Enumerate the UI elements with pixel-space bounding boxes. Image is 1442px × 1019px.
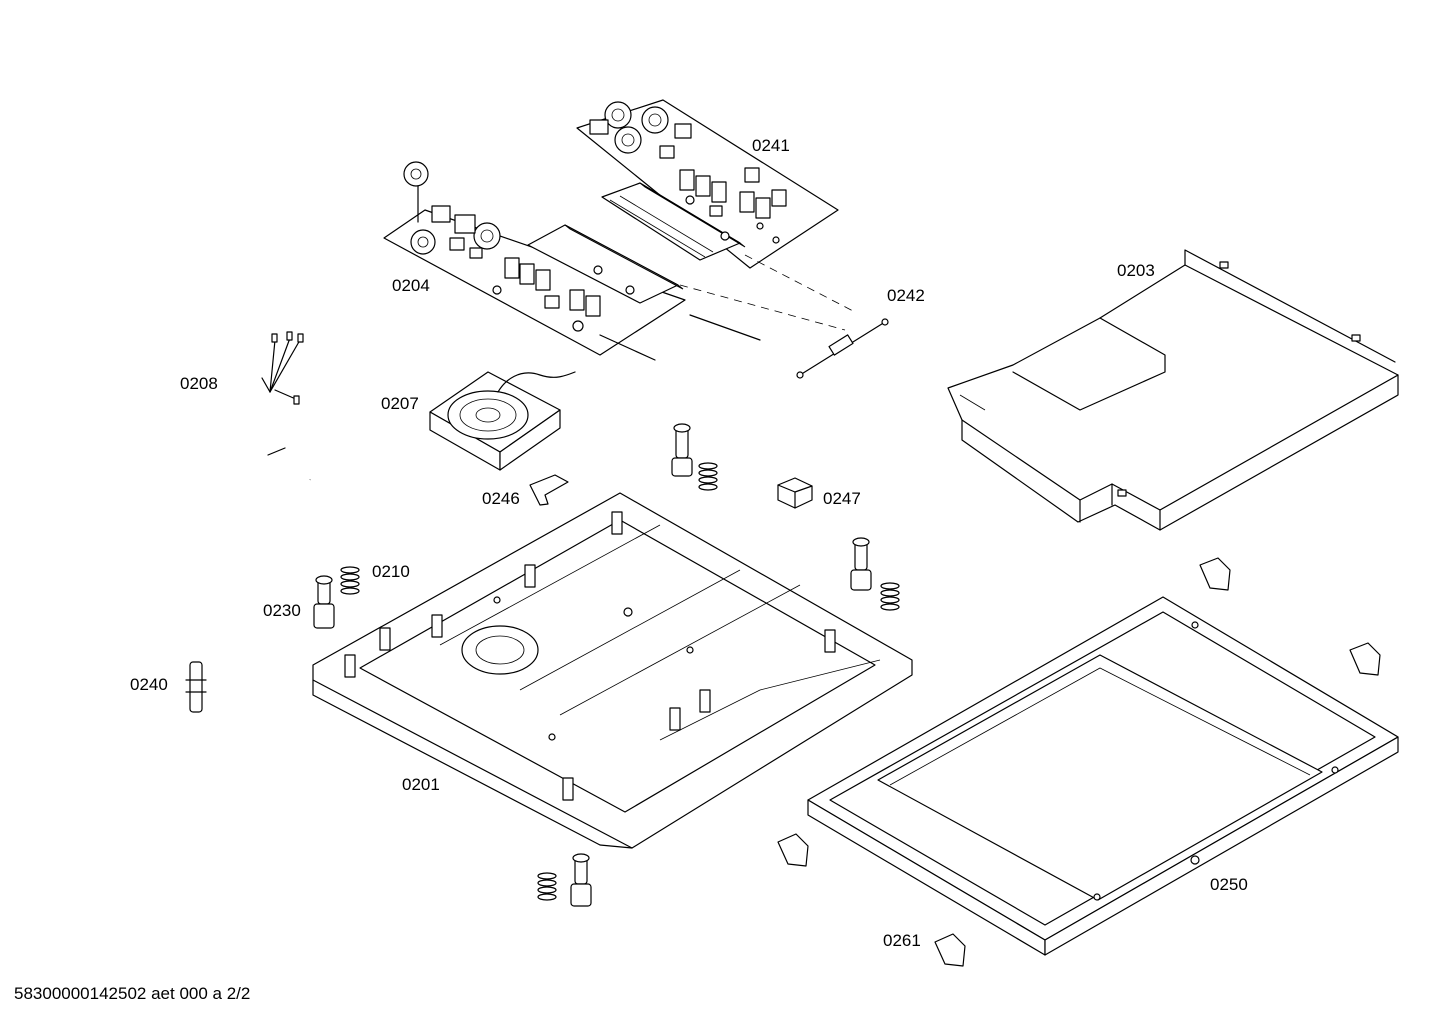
label-0242: 0242 <box>887 286 925 305</box>
label-0241: 0241 <box>752 136 790 155</box>
label-0201: 0201 <box>402 775 440 794</box>
label-0210: 0210 <box>372 562 410 581</box>
label-0240: 0240 <box>130 675 168 694</box>
label-0203: 0203 <box>1117 261 1155 280</box>
part-0240-connector <box>185 661 207 713</box>
label-0247: 0247 <box>823 489 861 508</box>
label-0250: 0250 <box>1210 875 1248 894</box>
part-0247-clip <box>777 477 813 509</box>
label-0261: 0261 <box>883 931 921 950</box>
label-0230: 0230 <box>263 601 301 620</box>
label-0208: 0208 <box>180 374 218 393</box>
label-0246: 0246 <box>482 489 520 508</box>
document-footer-code: 58300000142502 aet 000 a 2/2 <box>14 984 251 1003</box>
part-0204-circuit-board <box>383 161 686 356</box>
part-0208-cable <box>186 331 319 513</box>
part-0250-frame <box>777 557 1399 967</box>
label-0204: 0204 <box>392 276 430 295</box>
part-0246-clip <box>529 474 569 506</box>
part-0207-fan <box>429 371 576 471</box>
part-0210-springs <box>340 462 900 901</box>
part-0201-base-housing <box>312 492 913 849</box>
label-0207: 0207 <box>381 394 419 413</box>
assembly-lines <box>599 254 856 361</box>
part-0241-circuit-board <box>576 99 839 269</box>
part-0242-sensor <box>796 318 889 379</box>
part-0230-feet <box>313 423 872 907</box>
part-0203-cover-plate <box>947 249 1399 531</box>
